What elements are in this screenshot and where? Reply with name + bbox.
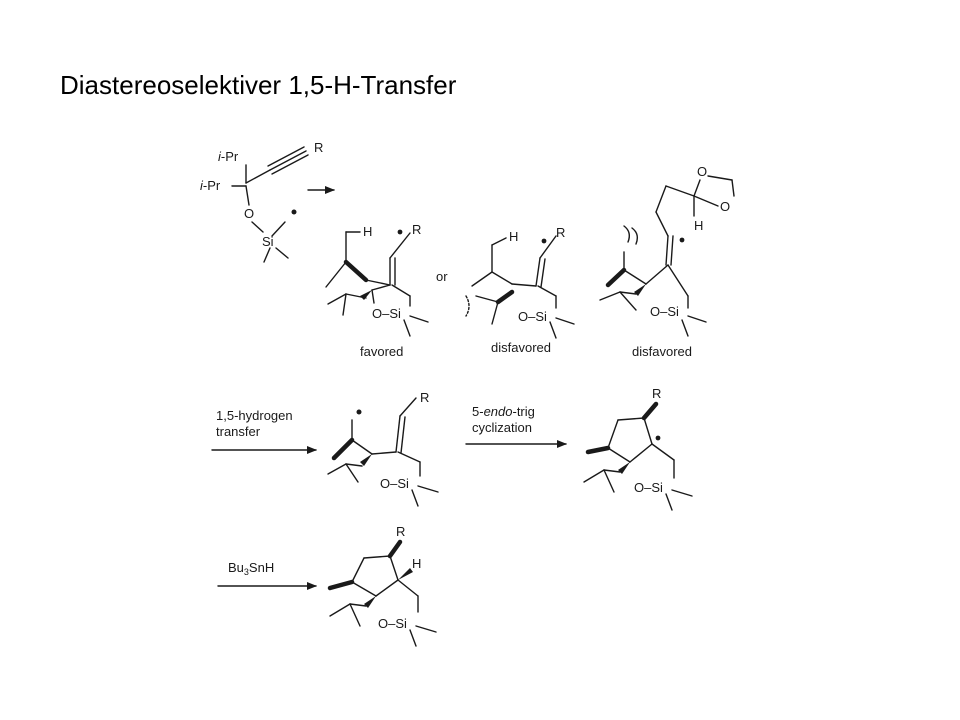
reagent-label: Bu3SnH [228, 560, 274, 577]
disfavored-2-h: H [694, 218, 703, 233]
step1-label-line1: 1,5-hydrogen [216, 408, 293, 423]
favored-o-si: O–Si [372, 306, 401, 321]
step2-r: R [652, 386, 661, 401]
step3-h: H [412, 556, 421, 571]
disfavored-1-h: H [509, 229, 518, 244]
disfavored-2-o-top: O [697, 164, 707, 179]
disfavored-2-label: disfavored [632, 344, 692, 359]
start-si: Si [262, 234, 274, 249]
disfavored-2-o-bottom: O [720, 199, 730, 214]
disfavored-1-r: R [556, 225, 565, 240]
slide-title: Diastereoselektiver 1,5-H-Transfer [60, 70, 457, 100]
start-ipr-top: i-Pr [218, 149, 239, 164]
start-ipr-bottom: i-Pr [200, 178, 221, 193]
start-material: i-Pr i-Pr R O Si [200, 140, 323, 263]
radical-intermediate: R O–Si [327, 390, 439, 507]
step1-o-si: O–Si [380, 476, 409, 491]
step3-o-si: O–Si [378, 616, 407, 631]
step1-label-line2: transfer [216, 424, 261, 439]
start-o: O [244, 206, 254, 221]
conformer-disfavored-2: O O H O–Si [599, 164, 735, 359]
step1-r: R [420, 390, 429, 405]
step2-label-line1: 5-endo-trig [472, 404, 535, 419]
cyclized-radical: R O–Si [583, 386, 693, 511]
disfavored-1-label: disfavored [491, 340, 551, 355]
step3-r: R [396, 524, 405, 539]
or-label: or [436, 269, 448, 284]
disfavored-2-o-si: O–Si [650, 304, 679, 319]
final-product: R H O–Si [327, 524, 437, 647]
step2-o-si: O–Si [634, 480, 663, 495]
step2-label-line2: cyclization [472, 420, 532, 435]
favored-r: R [412, 222, 421, 237]
disfavored-1-o-si: O–Si [518, 309, 547, 324]
favored-h: H [363, 224, 372, 239]
favored-label: favored [360, 344, 403, 359]
conformer-disfavored-1: H R O–Si disfavored [465, 225, 575, 355]
conformer-favored: H R O–Si favored [325, 222, 429, 359]
start-r: R [314, 140, 323, 155]
